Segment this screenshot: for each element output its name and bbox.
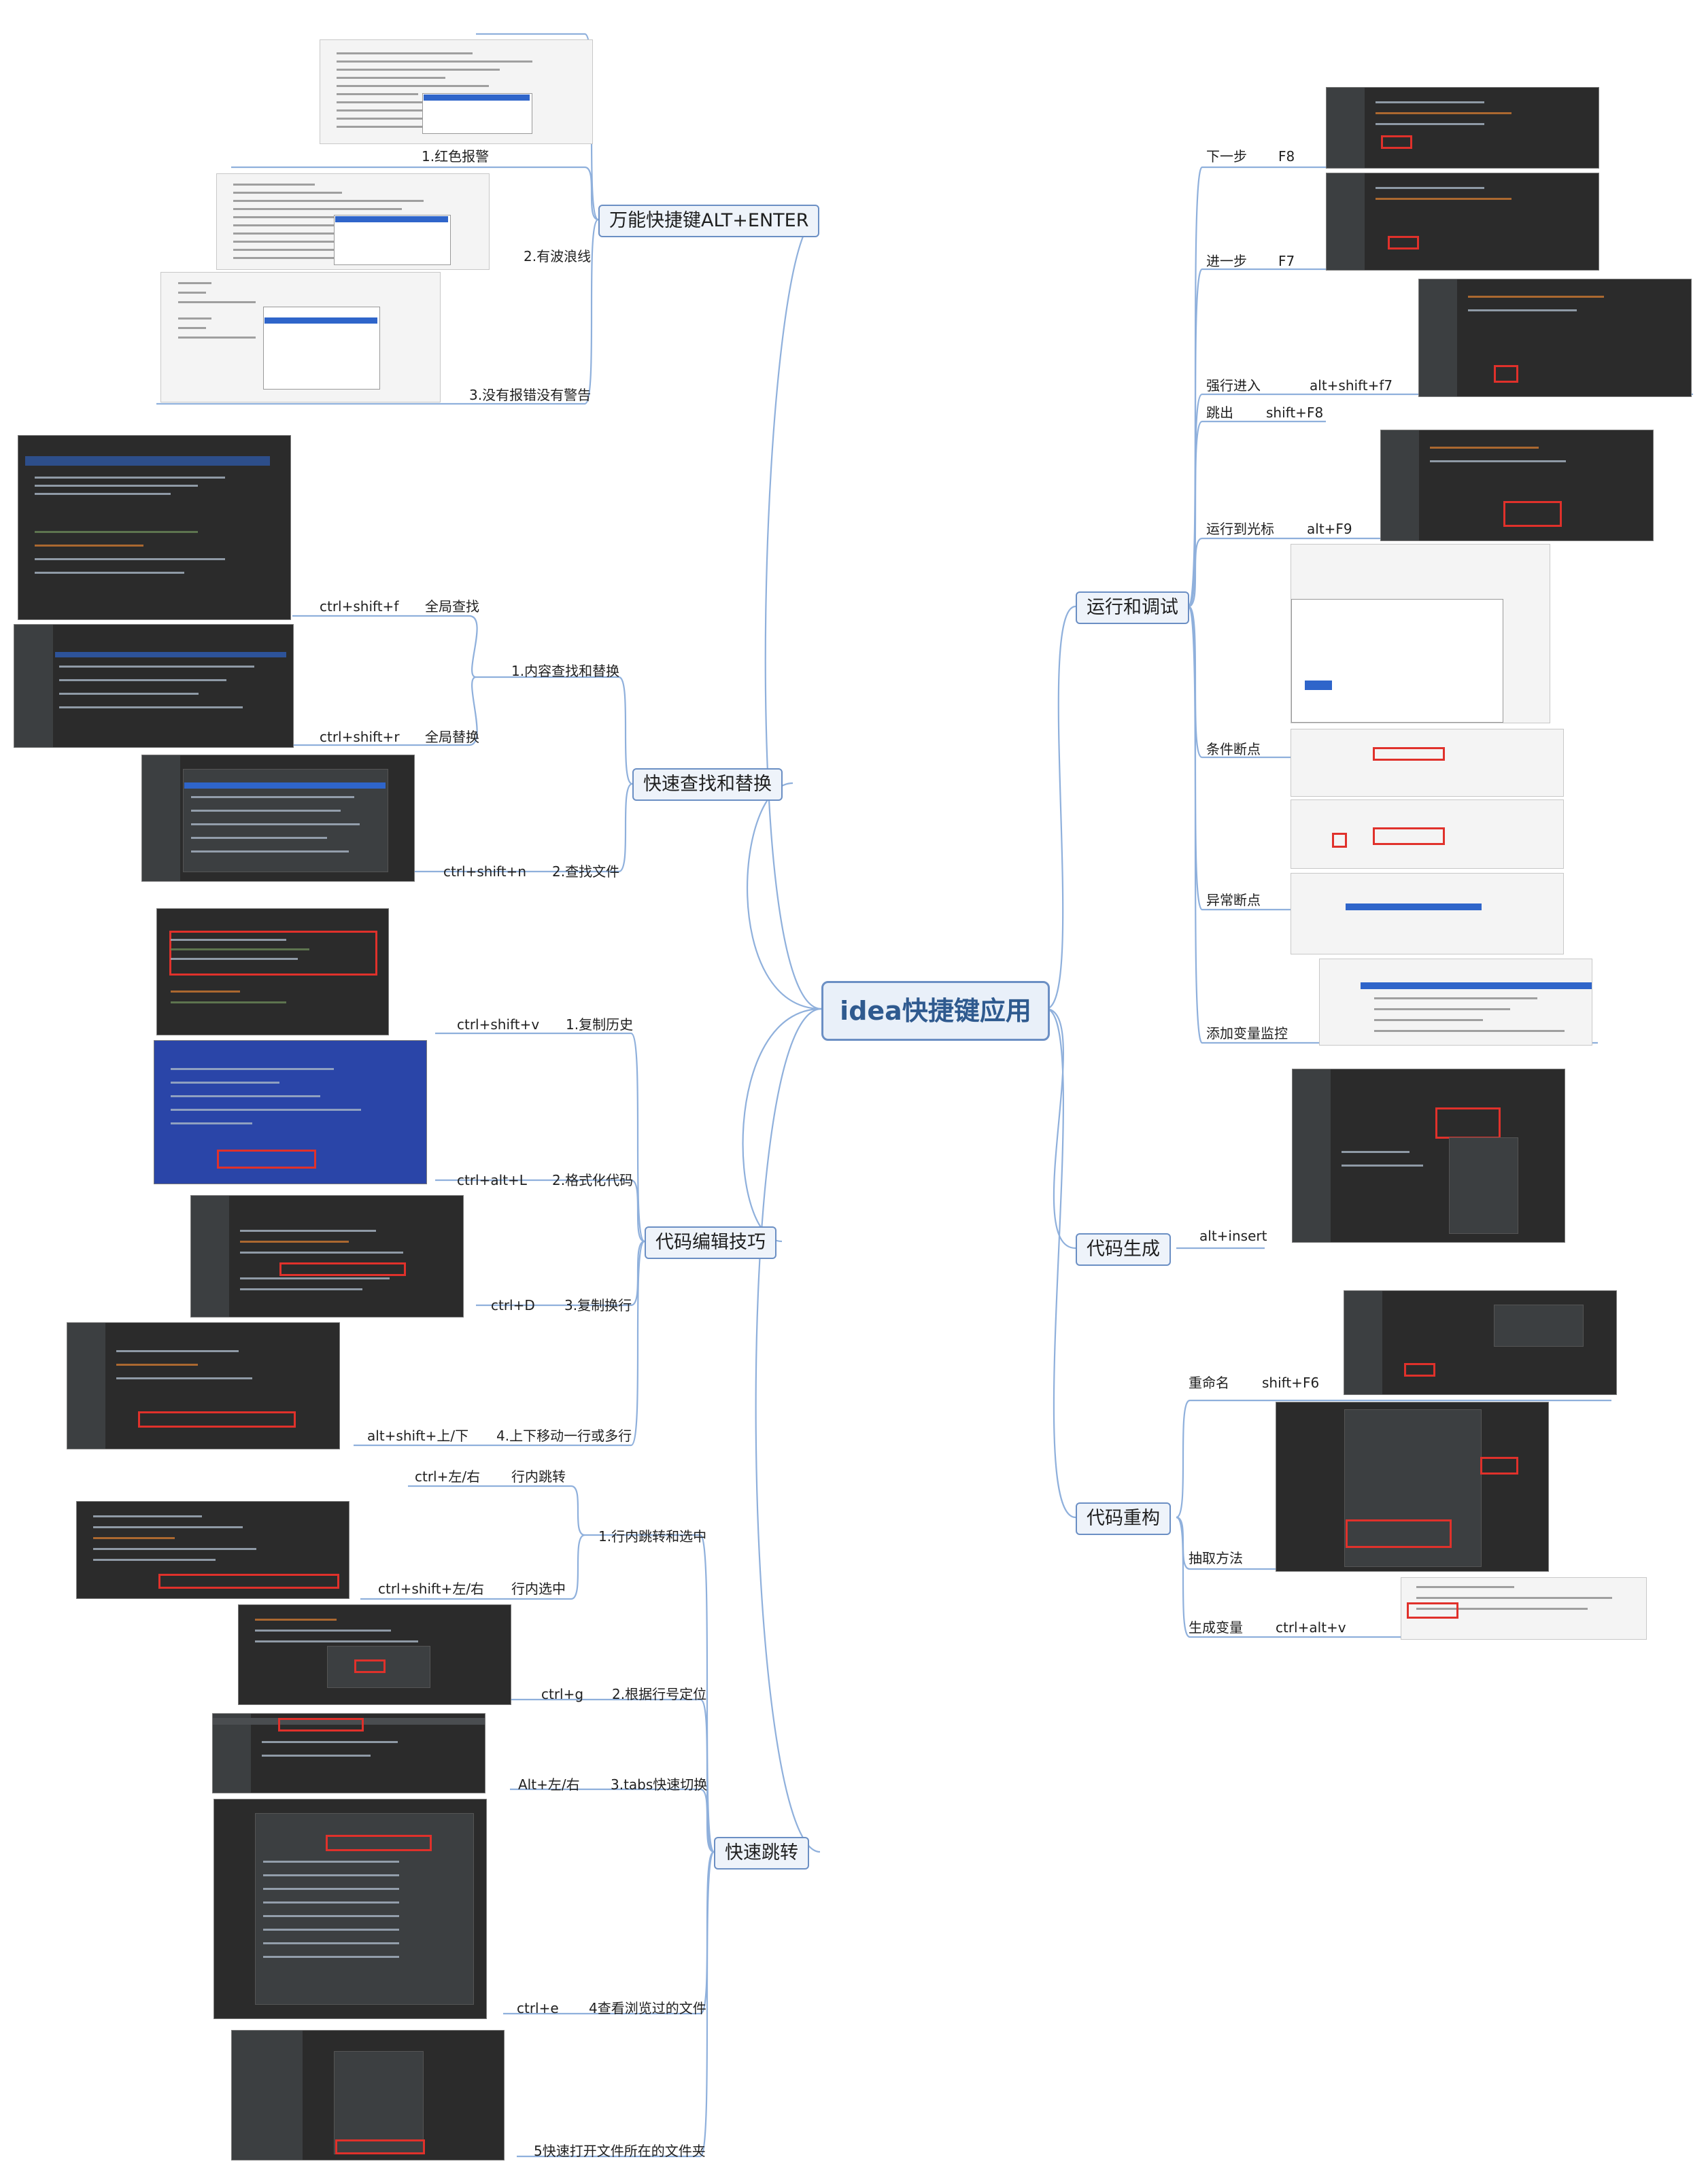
screenshot-run-to-cursor [1380,430,1654,541]
screenshot-open-folder [231,2030,505,2160]
label-force-step-into: 强行进入 [1206,377,1261,394]
screenshot-wavy-line [216,173,490,270]
label-goto-line-shortcut: ctrl+g [541,1686,584,1702]
label-step-over-key: F8 [1278,148,1295,165]
label-step-out-key: shift+F8 [1266,404,1324,421]
label-step-into: 进一步 [1206,253,1247,269]
label-line-jump: 行内跳转 [511,1468,566,1485]
label-introduce-variable-key: ctrl+alt+v [1276,1619,1346,1636]
label-duplicate: 3.复制换行 [564,1297,632,1313]
screenshot-watch-variable [1319,959,1592,1046]
screenshot-replace-in-path [14,624,294,748]
branch-refactor[interactable]: 代码重构 [1076,1502,1171,1535]
label-code-gen-key: alt+insert [1199,1228,1267,1244]
label-no-warning: 3.没有报错没有警告 [469,387,592,403]
screenshot-find-file [141,755,415,882]
label-introduce-variable: 生成变量 [1189,1619,1243,1636]
label-rename: 重命名 [1189,1375,1229,1391]
screenshot-step-over [1326,87,1599,169]
label-rename-key: shift+F6 [1262,1375,1320,1391]
label-move-line: 4.上下移动一行或多行 [496,1428,632,1444]
screenshot-no-warning [160,272,441,402]
branch-find-replace[interactable]: 快速查找和替换 [632,768,783,801]
label-line-select-shortcut: ctrl+shift+左/右 [378,1581,485,1597]
screenshot-exception-breakpoint [1291,873,1564,954]
label-duplicate-shortcut: ctrl+D [491,1297,535,1313]
label-watch-variable: 添加变量监控 [1206,1025,1288,1041]
label-step-out: 跳出 [1206,404,1233,421]
label-extract-method: 抽取方法 [1189,1550,1243,1566]
screenshot-format-code [154,1040,427,1184]
screenshot-copy-history [156,908,389,1035]
screenshot-generate-menu [1292,1069,1565,1243]
screenshot-duplicate-line [190,1195,464,1318]
screenshot-rename [1344,1290,1617,1395]
label-recent-files-shortcut: ctrl+e [517,2000,559,2016]
root-node[interactable]: idea快捷键应用 [821,981,1050,1041]
label-open-folder: 5快速打开文件所在的文件夹 [534,2143,706,2159]
label-exception-breakpoint: 异常断点 [1206,892,1261,908]
label-content-find: 1.内容查找和替换 [511,663,620,679]
branch-quick-jump[interactable]: 快速跳转 [714,1837,809,1870]
label-run-to-cursor-key: alt+F9 [1307,521,1352,537]
label-step-into-key: F7 [1278,253,1295,269]
label-step-over: 下一步 [1206,148,1247,165]
label-find-file: 2.查找文件 [552,863,620,880]
screenshot-extract-method [1276,1402,1549,1572]
branch-code-edit[interactable]: 代码编辑技巧 [645,1226,776,1259]
label-tab-switch: 3.tabs快速切换 [611,1776,708,1793]
label-copy-history: 1.复制历史 [566,1016,634,1033]
label-copy-history-shortcut: ctrl+shift+v [457,1016,540,1033]
label-format: 2.格式化代码 [552,1172,634,1188]
branch-code-gen[interactable]: 代码生成 [1076,1233,1171,1266]
screenshot-goto-line [238,1604,511,1705]
screenshot-red-warning [320,39,593,144]
screenshot-introduce-variable [1401,1577,1647,1640]
label-wavy-line: 2.有波浪线 [524,248,592,264]
screenshot-move-line [67,1322,340,1449]
label-goto-line: 2.根据行号定位 [612,1686,707,1702]
label-find-shortcut: ctrl+shift+f [320,598,399,615]
screenshot-recent-files [214,1799,487,2019]
label-find-desc: 全局查找 [425,598,479,615]
label-replace-shortcut: ctrl+shift+r [320,729,400,745]
branch-run-debug[interactable]: 运行和调试 [1076,591,1189,624]
label-replace-desc: 全局替换 [425,729,479,745]
screenshot-force-step-into [1418,279,1692,397]
screenshot-find-in-path [18,435,291,620]
label-line-jump-select: 1.行内跳转和选中 [598,1528,707,1545]
branch-alt-enter[interactable]: 万能快捷键ALT+ENTER [598,205,820,237]
label-recent-files: 4查看浏览过的文件 [589,2000,706,2016]
label-line-select: 行内选中 [511,1581,566,1597]
label-move-line-shortcut: alt+shift+上/下 [367,1428,469,1444]
screenshot-conditional-breakpoint [1291,729,1564,797]
screenshot-tab-switch [212,1713,485,1793]
label-line-jump-shortcut: ctrl+左/右 [415,1468,481,1485]
label-force-step-into-key: alt+shift+f7 [1310,377,1393,394]
label-red-warning: 1.红色报警 [422,148,490,165]
label-conditional-breakpoint: 条件断点 [1206,741,1261,757]
label-run-to-cursor: 运行到光标 [1206,521,1274,537]
label-tab-switch-shortcut: Alt+左/右 [518,1776,580,1793]
label-format-shortcut: ctrl+alt+L [457,1172,527,1188]
screenshot-breakpoint-dialog [1291,544,1550,723]
screenshot-line-select [76,1501,349,1599]
screenshot-breakpoint-settings [1291,799,1564,869]
screenshot-step-into [1326,173,1599,271]
label-find-file-shortcut: ctrl+shift+n [443,863,526,880]
